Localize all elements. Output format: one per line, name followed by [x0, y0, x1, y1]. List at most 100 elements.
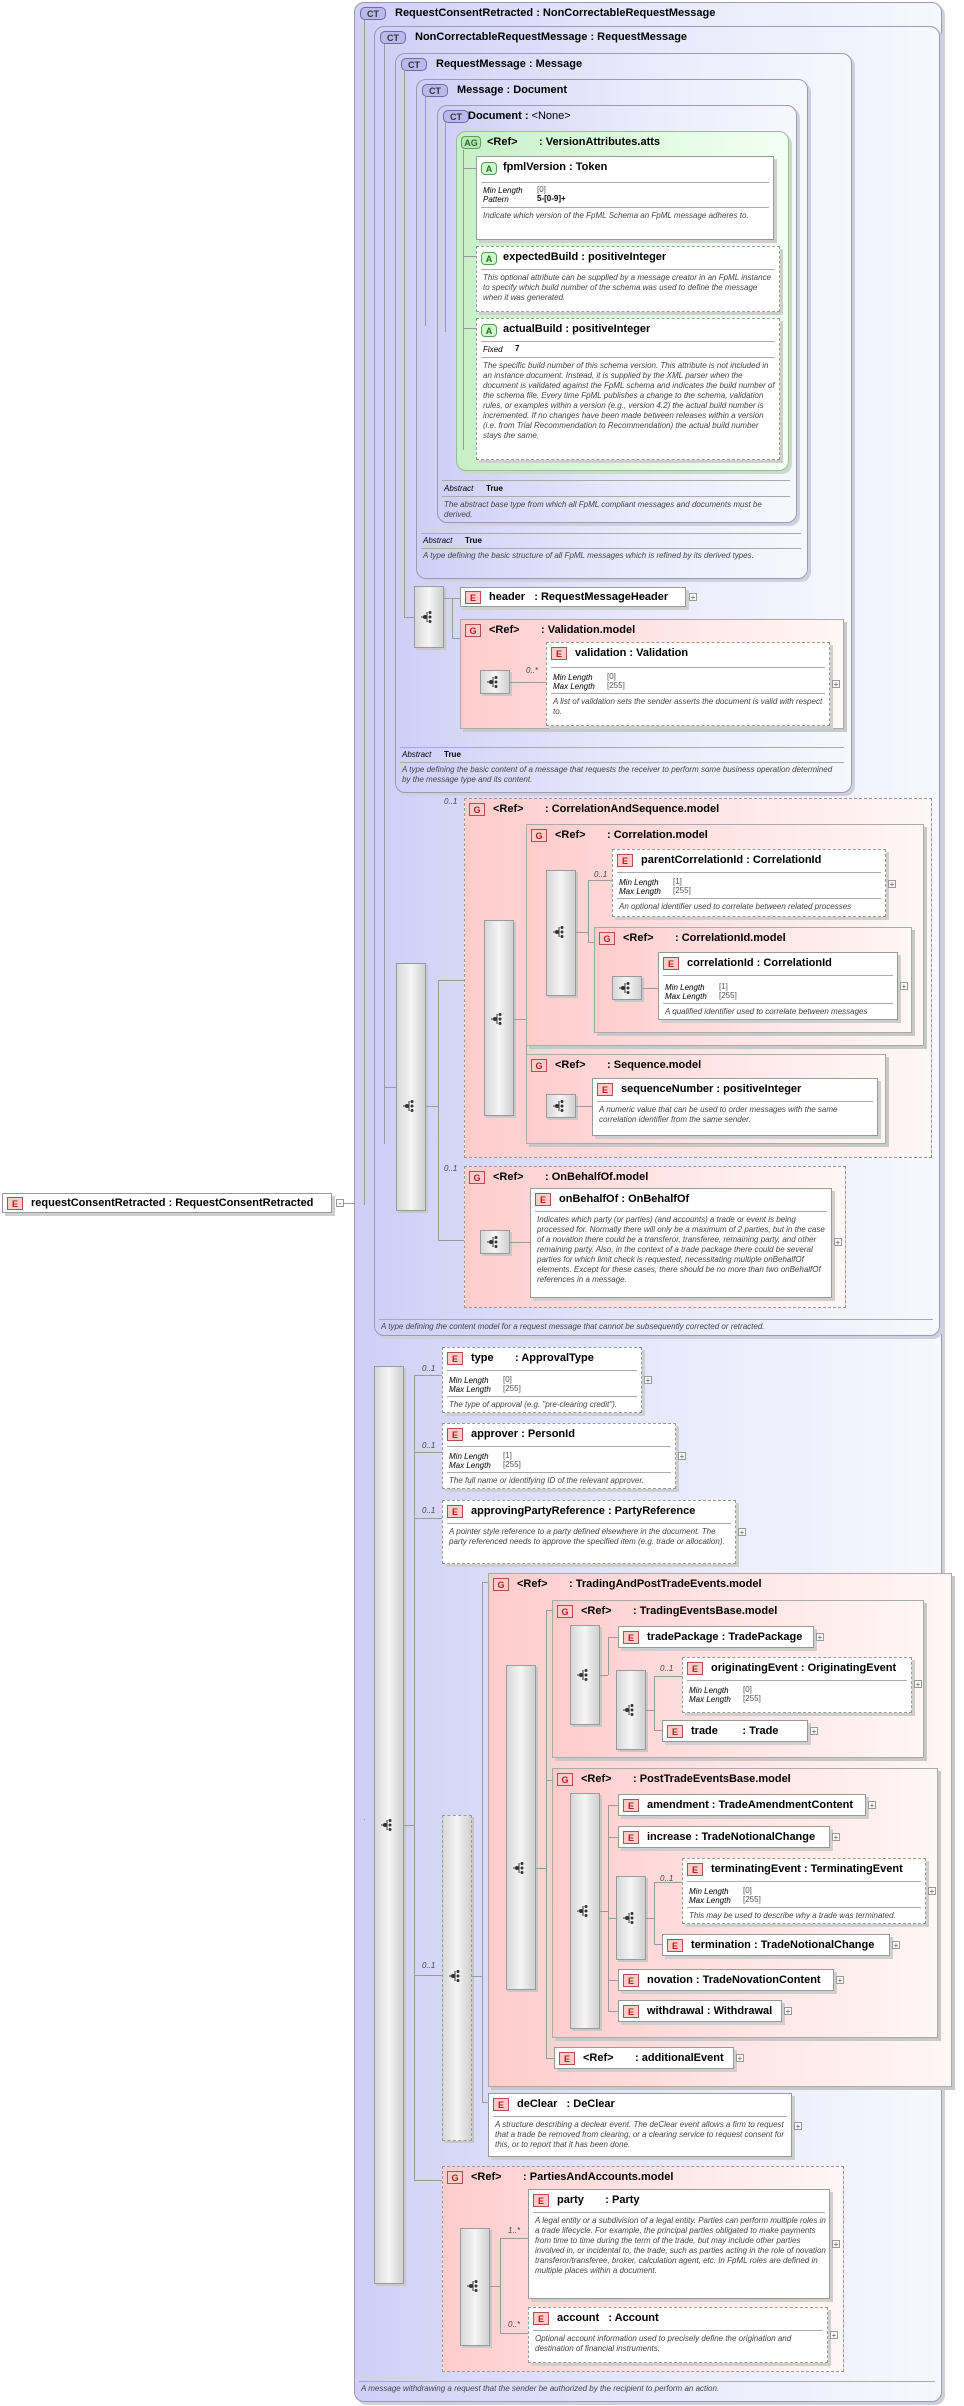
facet-value: [255]	[503, 1384, 521, 1393]
ct-title: RequestConsentRetracted : NonCorrectable…	[395, 7, 716, 19]
element-name: onBehalfOf : OnBehalfOf	[559, 1193, 690, 1205]
expand-icon[interactable]: +	[832, 2240, 840, 2249]
sequence-icon	[623, 1704, 634, 1716]
element-doc: Indicates which party (or parties) (and …	[537, 1215, 825, 1284]
sequence-icon	[513, 1862, 524, 1874]
facet-label: Min Length	[449, 1452, 489, 1461]
element-doc: This may be used to describe why a trade…	[689, 1911, 896, 1920]
expand-icon[interactable]: +	[836, 1976, 844, 1985]
expand-icon[interactable]: -	[336, 1199, 344, 1208]
expand-icon[interactable]: +	[868, 1801, 876, 1810]
element-correlation-id[interactable]: E correlationId : CorrelationId Min Leng…	[658, 952, 898, 1020]
expand-icon[interactable]: +	[810, 1727, 818, 1736]
facet-label: Min Length	[689, 1887, 729, 1896]
attr-expected-build[interactable]: A expectedBuild : positiveInteger This o…	[476, 246, 780, 312]
cardinality: 0..1	[594, 870, 608, 879]
connector	[536, 1868, 546, 1869]
ct-title: Document : <None>	[468, 110, 571, 122]
element-terminating-event[interactable]: E terminatingEvent : TerminatingEvent Mi…	[682, 1858, 926, 1924]
element-validation[interactable]: E validation : Validation Min Length [0]…	[546, 642, 830, 726]
group-icon: G	[447, 2171, 463, 2184]
expand-icon[interactable]: +	[736, 2054, 744, 2063]
element-on-behalf-of[interactable]: E onBehalfOf : OnBehalfOf Indicates whic…	[530, 1188, 832, 1298]
group-icon: G	[465, 624, 481, 637]
cardinality: 0..*	[508, 2320, 521, 2329]
facet-label: Min Length	[619, 878, 659, 887]
facet-label: Min Length	[553, 673, 593, 682]
element-name: novation : TradeNovationContent	[647, 1974, 821, 1986]
element-name: tradePackage : TradePackage	[647, 1631, 803, 1643]
element-party[interactable]: E party : Party A legal entity or a subd…	[528, 2189, 830, 2299]
expand-icon[interactable]: +	[644, 1376, 652, 1385]
connector	[646, 1918, 654, 1919]
element-name: header : RequestMessageHeader	[489, 591, 669, 603]
connector	[463, 328, 476, 329]
element-novation[interactable]: E novation : TradeNovationContent	[618, 1969, 834, 1991]
root-element-box[interactable]: E requestConsentRetracted : RequestConse…	[2, 1193, 332, 1213]
attr-fpml-version[interactable]: A fpmlVersion : Token Min Length [0] Pat…	[476, 156, 774, 240]
abstract-label: Abstract	[423, 536, 453, 545]
element-trade-package[interactable]: E tradePackage : TradePackage	[618, 1626, 814, 1648]
connector	[608, 2011, 618, 2012]
expand-icon[interactable]: +	[832, 1833, 840, 1842]
facet-value: [255]	[503, 1460, 521, 1469]
ct-doc: A message withdrawing a request that the…	[361, 2384, 720, 2393]
connector	[384, 44, 385, 1144]
element-icon: E	[465, 591, 481, 604]
expand-icon[interactable]: +	[928, 1887, 936, 1896]
element-icon: E	[559, 2052, 575, 2065]
cardinality: 0..1	[422, 1506, 436, 1515]
element-sequence-number[interactable]: E sequenceNumber : positiveInteger A num…	[592, 1078, 878, 1136]
sequence-compositor[interactable]	[396, 963, 426, 1211]
facet-label: Min Length	[689, 1686, 729, 1695]
element-name: type : ApprovalType	[471, 1352, 594, 1364]
element-type[interactable]: E type : ApprovalType Min Length [0] Max…	[442, 1347, 642, 1413]
expand-icon[interactable]: +	[830, 2331, 838, 2340]
group-icon: G	[599, 932, 615, 945]
element-parent-correlation-id[interactable]: E parentCorrelationId : CorrelationId Mi…	[612, 849, 886, 917]
facet-value: [1]	[503, 1451, 512, 1460]
element-trade[interactable]: E trade : Trade	[662, 1720, 808, 1742]
expand-icon[interactable]: +	[738, 1528, 746, 1537]
expand-icon[interactable]: +	[832, 680, 840, 689]
expand-icon[interactable]: +	[900, 982, 908, 991]
attr-actual-build[interactable]: A actualBuild : positiveInteger Fixed 7 …	[476, 318, 780, 460]
connector	[414, 1375, 415, 2180]
element-approver[interactable]: E approver : PersonId Min Length [1] Max…	[442, 1423, 676, 1489]
connector	[404, 617, 414, 618]
element-icon: E	[623, 1831, 639, 1844]
expand-icon[interactable]: +	[678, 1452, 686, 1461]
facet-label: Max Length	[665, 992, 707, 1001]
sequence-compositor[interactable]	[506, 1665, 536, 1990]
element-additional-event[interactable]: E <Ref> : additionalEvent	[554, 2047, 734, 2069]
element-name: account : Account	[557, 2312, 659, 2324]
expand-icon[interactable]: +	[834, 1238, 842, 1247]
element-amendment[interactable]: E amendment : TradeAmendmentContent	[618, 1794, 866, 1816]
element-originating-event[interactable]: E originatingEvent : OriginatingEvent Mi…	[682, 1657, 912, 1713]
expand-icon[interactable]: +	[892, 1941, 900, 1950]
cardinality: 0..1	[422, 1961, 436, 1970]
expand-icon[interactable]: +	[816, 1633, 824, 1642]
expand-icon[interactable]: +	[689, 593, 697, 602]
element-name: correlationId : CorrelationId	[687, 957, 832, 969]
group-icon: G	[531, 1059, 547, 1072]
element-approving-party-reference[interactable]: E approvingPartyReference : PartyReferen…	[442, 1500, 736, 1564]
element-header[interactable]: E header : RequestMessageHeader	[460, 587, 686, 607]
expand-icon[interactable]: +	[784, 2007, 792, 2016]
element-account[interactable]: E account : Account Optional account inf…	[528, 2307, 828, 2363]
connector	[472, 1976, 482, 1977]
choice-compositor[interactable]	[442, 1815, 472, 2141]
element-termination[interactable]: E termination : TradeNotionalChange	[662, 1934, 890, 1956]
connector	[600, 1911, 608, 1912]
connector	[445, 122, 446, 332]
element-withdrawal[interactable]: E withdrawal : Withdrawal	[618, 2000, 782, 2022]
connector	[500, 2238, 501, 2333]
expand-icon[interactable]: +	[914, 1680, 922, 1689]
element-declear[interactable]: E deClear : DeClear A structure describi…	[488, 2093, 792, 2157]
element-name: withdrawal : Withdrawal	[647, 2005, 773, 2017]
expand-icon[interactable]: +	[888, 880, 896, 889]
expand-icon[interactable]: +	[794, 2122, 802, 2131]
element-icon: E	[623, 1799, 639, 1812]
element-increase[interactable]: E increase : TradeNotionalChange	[618, 1826, 830, 1848]
connector	[384, 1087, 396, 1088]
